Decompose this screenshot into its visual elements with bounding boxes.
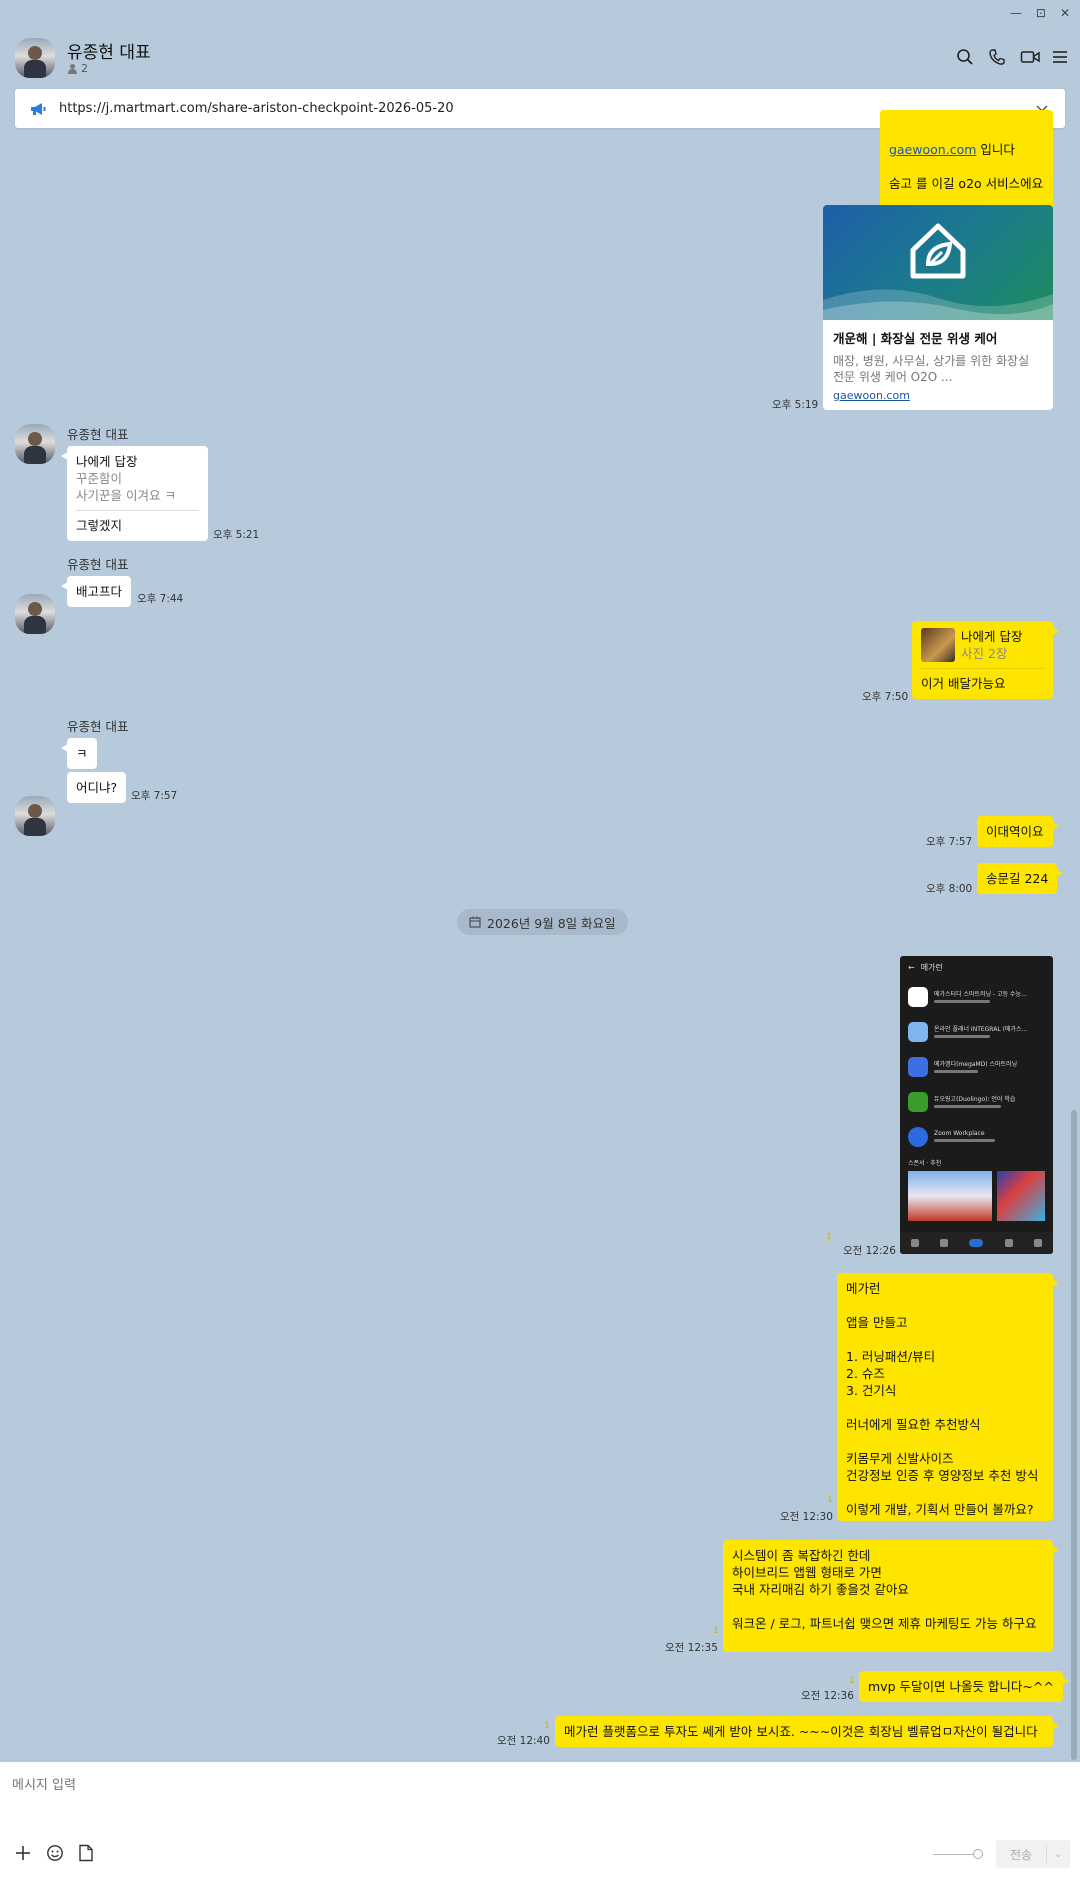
message-bubble-mine[interactable]: mvp 두달이면 나올듯 합니다~^^ xyxy=(859,1671,1069,1702)
reply-quote: 꾸준함이 사기꾼을 이겨요 ㅋ xyxy=(76,471,176,503)
unread-count: 1 xyxy=(849,1676,855,1686)
preview-title: 개운해 | 화장실 전문 위생 케어 xyxy=(833,331,998,346)
divider xyxy=(921,668,1044,669)
restore-icon[interactable]: ⊡ xyxy=(1035,6,1046,20)
wave-decoration xyxy=(823,289,1053,320)
chat-avatar[interactable] xyxy=(15,38,55,78)
house-leaf-icon xyxy=(910,223,966,279)
send-label: 전송 xyxy=(1009,1847,1033,1862)
shot-app-row: 듀오링고(Duolingo): 언어 학습 xyxy=(900,1084,1053,1119)
send-button[interactable]: 전송 ⌄ xyxy=(996,1840,1070,1868)
message-time: 오후 8:00 xyxy=(926,883,973,895)
person-icon xyxy=(68,64,77,74)
menu-icon[interactable] xyxy=(1052,48,1070,66)
message-bubble-mine[interactable]: 송문길 224 xyxy=(977,863,1064,894)
message-time: 오전 12:40 xyxy=(497,1735,550,1747)
shot-app-row: 메가스터디 스마트러닝 - 고등 수능... xyxy=(900,979,1053,1014)
sender-name: 유종현 대표 xyxy=(67,557,129,572)
window-controls: — ⊡ ✕ xyxy=(1010,6,1070,20)
preview-link[interactable]: gaewoon.com xyxy=(833,389,910,402)
sender-name: 유종현 대표 xyxy=(67,427,129,442)
message-input[interactable] xyxy=(12,1774,1062,1834)
message-bubble-other[interactable]: ㅋ xyxy=(61,738,97,769)
search-icon[interactable] xyxy=(956,48,974,66)
unread-count: 1 xyxy=(713,1626,719,1636)
megaphone-icon xyxy=(31,102,46,115)
reply-quote: 사진 2장 xyxy=(961,646,1008,661)
chat-header: 유종현 대표 2 xyxy=(0,0,1080,88)
date-divider: 2026년 9월 8일 화요일 xyxy=(457,909,628,935)
message-text: gaewoon.com 입니다 xyxy=(889,142,1015,157)
message-time: 오후 5:21 xyxy=(213,529,260,541)
message-time: 오후 7:57 xyxy=(926,836,973,848)
message-time: 오전 12:30 xyxy=(780,1511,833,1523)
chat-title: 유종현 대표 xyxy=(67,43,151,63)
header-actions xyxy=(956,48,1070,66)
shot-nav xyxy=(900,1232,1053,1254)
plus-icon[interactable] xyxy=(14,1844,32,1862)
message-time: 오후 7:57 xyxy=(131,790,178,802)
reply-bubble-mine[interactable]: 나에게 답장 사진 2장 이거 배달가능요 xyxy=(912,621,1059,699)
message-time: 오후 7:50 xyxy=(862,691,909,703)
shot-app-row: 온라인 플래너 INTEGRAL (메가스... xyxy=(900,1014,1053,1049)
volume-slider[interactable] xyxy=(933,1854,983,1855)
file-icon[interactable] xyxy=(78,1844,94,1862)
sender-avatar[interactable] xyxy=(15,594,55,634)
notice-url[interactable]: https://j.martmart.com/share-ariston-che… xyxy=(59,101,454,116)
message-bubble-other[interactable]: 어디냐? xyxy=(67,772,127,803)
image-message[interactable]: ← 메가런 메가스터디 스마트러닝 - 고등 수능... 온라인 플래너 INT… xyxy=(900,956,1053,1254)
message-link[interactable]: gaewoon.com xyxy=(889,142,977,157)
chat-scrollbar[interactable] xyxy=(1071,1110,1077,1760)
shot-section: 스폰서 · 추천 xyxy=(908,1160,942,1167)
message-bubble-mine[interactable]: 시스템이 좀 복잡하긴 한데 하이브리드 앱웹 형태로 가면 국내 자리매김 하… xyxy=(723,1540,1059,1652)
reply-label: 나에게 답장 xyxy=(961,629,1023,644)
unread-count: 1 xyxy=(827,1495,833,1505)
minimize-icon[interactable]: — xyxy=(1009,6,1022,20)
unread-count: 1 xyxy=(544,1721,550,1731)
calendar-icon xyxy=(469,916,481,928)
message-bubble-mine[interactable]: 메가런 앱을 만들고 1. 러닝패션/뷰티 2. 슈즈 3. 건기식 러너에게 … xyxy=(837,1273,1059,1521)
message-time: 오후 5:19 xyxy=(772,399,819,411)
reply-label: 나에게 답장 xyxy=(76,454,138,469)
photo-thumbnail xyxy=(921,628,955,662)
shot-app-row: 메가엠디(megaMD) 스마트러닝 xyxy=(900,1049,1053,1084)
sender-name: 유종현 대표 xyxy=(67,719,129,734)
member-count[interactable]: 2 xyxy=(67,62,88,75)
message-bubble-mine[interactable]: gaewoon.com 입니다 숨고 를 이길 o2o 서비스에요 xyxy=(880,110,1053,216)
message-composer: 전송 ⌄ xyxy=(0,1762,1080,1880)
preview-image xyxy=(823,205,1053,320)
message-time: 오후 7:44 xyxy=(137,593,184,605)
shot-banners xyxy=(900,1171,1053,1221)
date-text: 2026년 9월 8일 화요일 xyxy=(487,915,616,931)
emoji-icon[interactable] xyxy=(46,1844,64,1862)
message-text: 숨고 를 이길 o2o 서비스에요 xyxy=(889,176,1044,191)
message-bubble-mine[interactable]: 메가런 플랫폼으로 투자도 쎄게 받아 보시죠. ~~~이것은 회장님 벨류업ㅁ… xyxy=(555,1716,1059,1747)
video-call-icon[interactable] xyxy=(1020,48,1040,66)
reply-bubble[interactable]: 나에게 답장 꾸준함이 사기꾼을 이겨요 ㅋ 그렇겠지 xyxy=(61,446,208,541)
shot-app-row: Zoom Workplace xyxy=(900,1119,1053,1154)
back-arrow-icon: ← xyxy=(908,963,915,972)
message-time: 오전 12:36 xyxy=(801,1690,854,1702)
phone-icon[interactable] xyxy=(988,48,1006,66)
message-time: 오전 12:35 xyxy=(665,1642,718,1654)
slider-thumb[interactable] xyxy=(973,1849,983,1859)
close-icon[interactable]: ✕ xyxy=(1059,6,1070,20)
unread-count: 1 xyxy=(826,1232,832,1242)
shot-header: ← 메가런 xyxy=(908,963,943,972)
preview-description: 매장, 병원, 사무실, 상가를 위한 화장실 전문 위생 케어 O2O ... xyxy=(833,354,1030,384)
message-text: 이거 배달가능요 xyxy=(921,676,1006,691)
message-text: 그렇겠지 xyxy=(76,518,123,533)
sender-avatar[interactable] xyxy=(15,424,55,464)
sender-avatar[interactable] xyxy=(15,796,55,836)
divider xyxy=(76,510,199,511)
composer-toolbar xyxy=(14,1844,94,1862)
link-preview-card[interactable]: 개운해 | 화장실 전문 위생 케어 매장, 병원, 사무실, 상가를 위한 화… xyxy=(823,205,1053,410)
message-bubble-other[interactable]: 배고프다 xyxy=(60,576,132,607)
message-time: 오전 12:26 xyxy=(843,1245,896,1257)
message-bubble-mine[interactable]: 이대역이요 xyxy=(977,816,1058,847)
send-options-chevron-icon[interactable]: ⌄ xyxy=(1046,1845,1070,1863)
